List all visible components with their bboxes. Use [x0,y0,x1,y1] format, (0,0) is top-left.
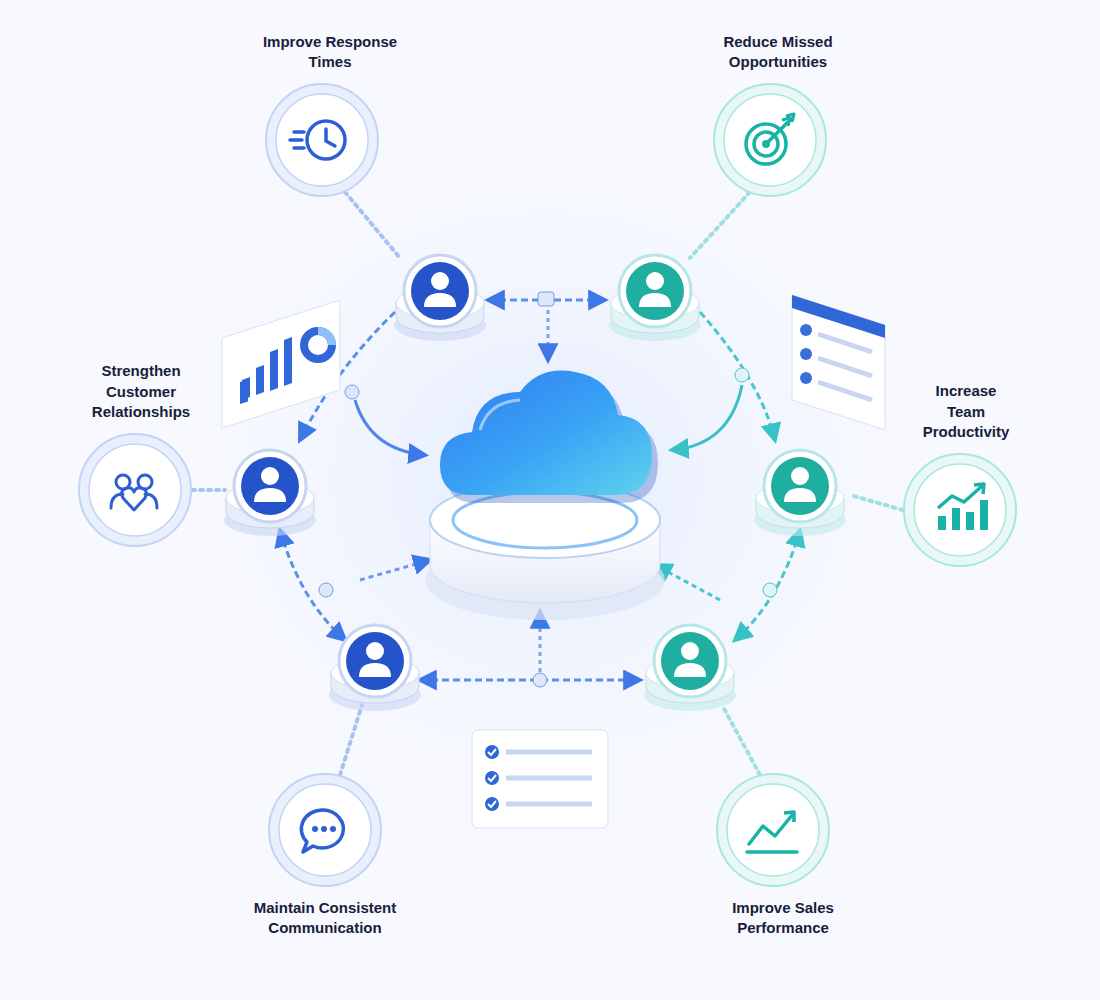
leader-lines [192,192,903,775]
cloud-icon [440,371,658,503]
benefit-icon [712,82,828,198]
benefit-icon [77,432,193,548]
checklist-panel [472,730,608,828]
benefit-label: Improve Response Times [263,32,398,73]
benefit-circle: Strengthen Customer Relationships [77,432,193,548]
benefit-circle: Increase Team Productivity [902,452,1018,568]
benefit-icon [264,82,380,198]
background-glow [125,100,965,860]
benefit-label: Reduce Missed Opportunities [711,32,846,73]
benefit-label: Strengthen Customer Relationships [82,361,200,422]
benefit-label: Improve Sales Performance [731,898,835,939]
benefit-icon [715,772,831,888]
benefit-icon [902,452,1018,568]
ring-arrows [280,300,800,680]
cloud-arrows [355,310,742,672]
benefit-circle: Improve Sales Performance [715,772,831,888]
team-members [224,255,846,711]
analytics-panel [222,300,340,428]
benefit-icon [267,772,383,888]
benefit-label: Maintain Consistent Communication [253,898,398,939]
benefit-label: Increase Team Productivity [915,381,1017,442]
benefit-circle: Maintain Consistent Communication [267,772,383,888]
benefit-circle: Reduce Missed Opportunities [712,82,828,198]
list-panel [792,295,885,430]
benefit-circle: Improve Response Times [264,82,380,198]
